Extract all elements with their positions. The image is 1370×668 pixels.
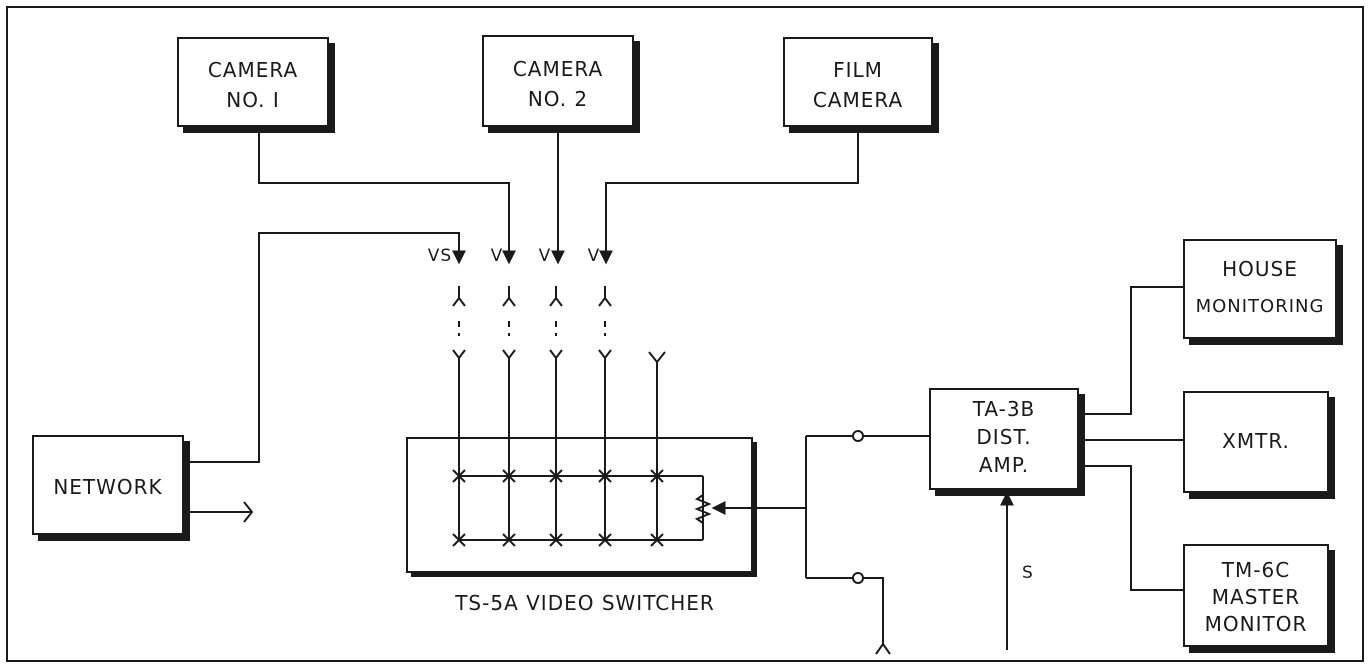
house-monitoring-label-line-1: HOUSE <box>1222 257 1298 281</box>
house-monitoring-block: HOUSE MONITORING <box>1183 239 1343 345</box>
dist-amp-label-line-2: DIST. <box>976 425 1031 449</box>
master-monitor-label-line-1: TM-6C <box>1221 558 1290 582</box>
house-monitoring-label-line-2: MONITORING <box>1196 296 1325 317</box>
master-monitor-block: TM-6C MASTER MONITOR <box>1183 544 1335 653</box>
dist-amp-to-master-monitor-line <box>1078 465 1184 591</box>
video-switcher-block <box>406 437 806 577</box>
network-spare-jack <box>243 501 254 523</box>
camera-1-block: CAMERA NO. I <box>177 37 335 133</box>
film-camera-label-line-1: FILM <box>833 58 883 82</box>
signal-label-v-camera-2: V <box>539 246 552 266</box>
dist-amp-label-line-1: TA-3B <box>972 397 1036 421</box>
fader-potentiometer <box>694 494 712 524</box>
camera-2-label-line-2: NO. 2 <box>528 87 588 111</box>
network-to-switcher-line <box>183 232 466 463</box>
master-monitor-label-line-2: MASTER <box>1212 585 1300 609</box>
xmtr-label: XMTR. <box>1222 429 1290 453</box>
signal-label-v-camera-1: V <box>491 246 504 266</box>
network-block: NETWORK <box>32 435 190 541</box>
film-camera-block: FILM CAMERA <box>783 37 939 133</box>
camera-2-label-line-1: CAMERA <box>513 57 603 81</box>
xmtr-block: XMTR. <box>1183 391 1335 499</box>
camera-1-to-switcher-line <box>258 133 516 265</box>
dist-amp-to-house-monitoring-line <box>1078 286 1184 415</box>
dist-amp-block: TA-3B DIST. AMP. <box>929 388 1085 496</box>
network-label: NETWORK <box>53 475 162 499</box>
signal-label-v-film-camera: V <box>588 246 601 266</box>
film-camera-label-line-2: CAMERA <box>813 88 903 112</box>
signal-label-s: S <box>1022 563 1034 583</box>
switcher-output-wiring <box>805 430 930 655</box>
camera-1-label-line-1: CAMERA <box>208 58 298 82</box>
film-camera-to-switcher-line <box>599 133 859 265</box>
switcher-label: TS-5A VIDEO SWITCHER <box>454 591 715 615</box>
camera-2-block: CAMERA NO. 2 <box>482 35 640 133</box>
camera-1-label-line-2: NO. I <box>226 88 280 112</box>
dist-amp-label-line-3: AMP. <box>979 453 1029 477</box>
patch-connectors <box>452 286 666 540</box>
diagram-frame <box>6 6 1364 662</box>
master-monitor-label-line-3: MONITOR <box>1205 612 1308 636</box>
signal-label-vs: VS <box>428 246 452 266</box>
